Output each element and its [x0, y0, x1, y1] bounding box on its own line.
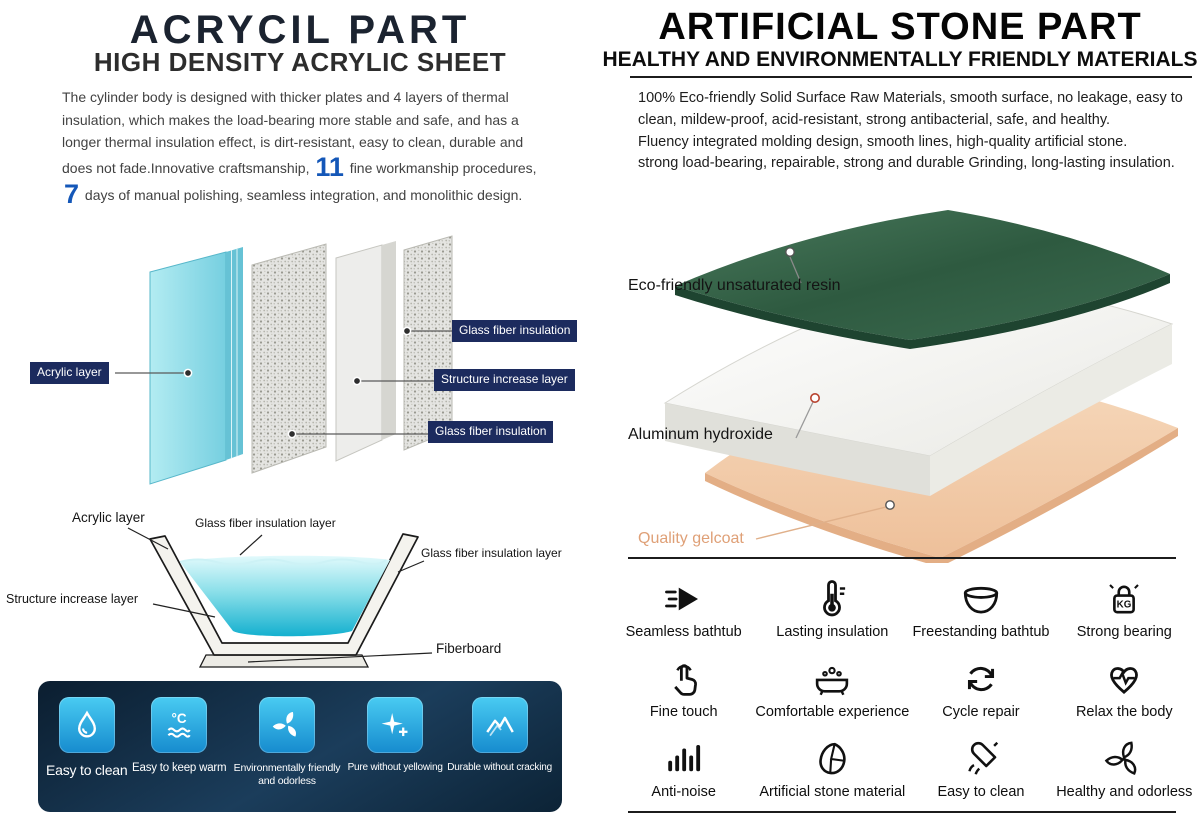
feature-tile [259, 697, 315, 753]
feature-strong-bearing: Strong bearing [1053, 564, 1196, 644]
highlight-number-7: 7 [64, 179, 80, 210]
right-paragraph: 100% Eco-friendly Solid Surface Raw Mate… [638, 88, 1198, 175]
label-glass-fiber-left-section: Glass fiber insulation layer [195, 516, 336, 530]
thermometer-icon [811, 578, 853, 620]
feature-cycle-repair: Cycle repair [909, 644, 1052, 724]
right-paragraph-line-2: Fluency integrated molding design, smoot… [638, 133, 1128, 150]
feature-tile [367, 697, 424, 753]
left-title: ACRYCIL PART [129, 8, 471, 52]
left-paragraph-text-1: The cylinder body is designed with thick… [62, 89, 524, 177]
right-subtitle: HEALTHY AND ENVIRONMENTALLY FRIENDLY MAT… [602, 48, 1198, 71]
feature-healthy-and-odorless: Healthy and odorless [1053, 724, 1196, 804]
feature-tile [151, 697, 208, 753]
feature-environmentally-friendly: Environmentally friendly and odorless [231, 697, 343, 787]
tag-acrylic-layer: Acrylic layer [30, 362, 109, 384]
left-subtitle: HIGH DENSITY ACRYLIC SHEET [93, 47, 507, 77]
trefoil-leaves-icon [270, 708, 304, 742]
sparkle-star-icon [378, 708, 412, 742]
label-quality-gelcoat: Quality gelcoat [638, 530, 744, 547]
tag-structure-increase-layer: Structure increase layer [434, 369, 575, 391]
divider-bottom [628, 811, 1176, 813]
feature-freestanding-bathtub: Freestanding bathtub [909, 564, 1052, 644]
right-features-grid: Seamless bathtub Lasting insulation Free… [612, 564, 1196, 804]
feature-label: Artificial stone material [759, 784, 906, 800]
right-paragraph-line-1: 100% Eco-friendly Solid Surface Raw Mate… [638, 90, 1183, 128]
label-glass-fiber-right-section: Glass fiber insulation layer [421, 546, 562, 560]
label-fiberboard-section: Fiberboard [436, 641, 502, 656]
left-features-bar: Easy to clean Easy to keep warm Environm… [38, 681, 562, 812]
feature-easy-to-keep-warm: Easy to keep warm [132, 697, 227, 776]
label-acrylic-layer-section: Acrylic layer [72, 510, 145, 525]
bathtub-cross-section-diagram [127, 527, 433, 668]
feature-easy-to-clean: Easy to clean [46, 697, 128, 779]
feature-durable-without-cracking: Durable without cracking [447, 697, 552, 774]
tag-glass-fiber-insulation-top: Glass fiber insulation [452, 320, 578, 342]
divider-above-features [628, 557, 1176, 559]
label-structure-increase-section: Structure increase layer [6, 592, 139, 606]
feature-label: Relax the body [1075, 704, 1173, 720]
feature-label: Environmentally friendly and odorless [233, 762, 341, 787]
feature-relax-the-body: Relax the body [1053, 644, 1196, 724]
kg-weight-icon [1103, 578, 1145, 620]
left-paragraph: The cylinder body is designed with thick… [62, 86, 556, 208]
leaf-fan-icon [1103, 738, 1145, 780]
feature-tile [471, 697, 528, 753]
feature-label: Healthy and odorless [1056, 784, 1193, 800]
label-aluminum-hydroxide: Aluminum hydroxide [628, 426, 773, 443]
tag-glass-fiber-insulation-bottom: Glass fiber insulation [428, 421, 554, 443]
touch-finger-icon [663, 658, 705, 700]
water-drop-icon [70, 708, 104, 742]
cycle-arrows-icon [960, 658, 1002, 700]
temperature-waves-icon [162, 708, 196, 742]
feature-fine-touch: Fine touch [612, 644, 755, 724]
feature-label: Durable without cracking [447, 762, 552, 773]
feature-comfortable-experience: Comfortable experience [755, 644, 909, 724]
bathtub-icon [811, 658, 853, 700]
feature-seamless-bathtub: Seamless bathtub [612, 564, 755, 644]
mountain-line-icon [483, 708, 517, 742]
highlight-number-11: 11 [315, 152, 344, 183]
feature-label: Seamless bathtub [625, 624, 742, 640]
right-paragraph-line-3: strong load-bearing, repairable, strong … [638, 155, 1175, 172]
wipe-clean-icon [960, 738, 1002, 780]
label-eco-friendly-resin: Eco-friendly unsaturated resin [628, 277, 841, 294]
right-title: ARTIFICIAL STONE PART [658, 6, 1142, 48]
feature-label: Easy to clean [937, 784, 1025, 800]
feature-label: Easy to clean [46, 762, 128, 778]
speed-arrow-icon [663, 578, 705, 620]
left-paragraph-text-2: fine workmanship procedures, [345, 160, 537, 177]
feature-label: Freestanding bathtub [912, 624, 1050, 640]
acrylic-layers-diagram [115, 235, 457, 485]
feature-easy-to-clean-right: Easy to clean [909, 724, 1052, 804]
feature-label: Comfortable experience [755, 704, 910, 720]
feature-artificial-stone-material: Artificial stone material [755, 724, 909, 804]
volume-bars-icon [663, 738, 705, 780]
basin-icon [960, 578, 1002, 620]
feature-tile [58, 697, 115, 753]
feature-label: Easy to keep warm [132, 762, 227, 774]
feature-anti-noise: Anti-noise [612, 724, 755, 804]
heartbeat-icon [1103, 658, 1145, 700]
feature-label: Fine touch [649, 704, 718, 720]
divider-under-subtitle [630, 76, 1192, 78]
feature-label: Lasting insulation [776, 624, 889, 640]
feature-label: Pure without yellowing [347, 762, 443, 773]
feature-label: Anti-noise [651, 784, 716, 800]
stone-layers-diagram [663, 210, 1178, 563]
feature-label: Strong bearing [1076, 624, 1172, 640]
left-paragraph-text-3: days of manual polishing, seamless integ… [81, 187, 523, 204]
stone-icon [811, 738, 853, 780]
feature-lasting-insulation: Lasting insulation [755, 564, 909, 644]
feature-pure-without-yellowing: Pure without yellowing [348, 697, 443, 774]
feature-label: Cycle repair [942, 704, 1020, 720]
